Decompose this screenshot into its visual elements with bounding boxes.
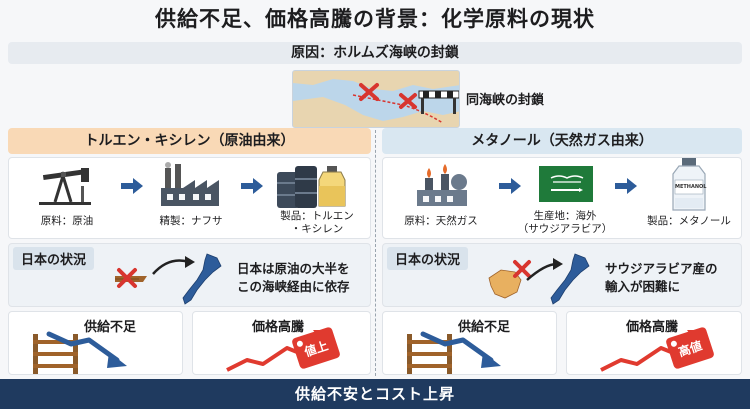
section-divider [375,130,376,376]
price-tag-text: 高値 [676,338,704,360]
product-methanol-label: 製品：メタノール [647,215,731,227]
right-supply-shortage-panel: 供給不足 [382,311,557,375]
japan-route-icon [109,250,229,306]
japan-situation-title: 日本の状況 [387,247,469,270]
origin-overseas-label-line1: 生産地：海外 [533,210,597,222]
supply-shortage-title: 供給不足 [83,320,136,335]
page-title: 供給不足、価格高騰の背景：化学原料の現状 [155,7,595,31]
right-process-panel: 原料：天然ガス 生産地：海外 （サウジアラビア） METHANOL 製品：メタノ… [382,157,742,239]
footer-conclusion-bar: 供給不安とコスト上昇 [0,379,750,409]
oil-pump-icon [37,162,95,206]
toluene-xylene-header: トルエン・キシレン（原油由来） [8,128,371,154]
price-up-chart-icon [223,330,363,374]
hormuz-map [292,70,460,128]
methanol-bottle-icon: METHANOL [669,158,709,212]
right-japan-panel: 日本の状況 サウジアラビア産の 輸入が困難に [382,243,742,307]
price-up-chart-icon [597,330,737,374]
saudi-import-text-line1: サウジアラビア産の [605,261,718,276]
saudi-japan-route-icon [487,250,597,306]
japan-dependence-text-line1: 日本は原油の大半を [237,261,350,276]
right-price-surge-panel: 価格高騰 高値 [566,311,742,375]
material-crude-oil-label: 原料：原油 [40,215,94,227]
methanol-bottle-text: METHANOL [675,184,707,190]
supply-down-chart-icon [27,330,167,374]
price-tag-text: 値上 [302,338,330,360]
saudi-flag-icon [539,166,593,202]
strait-blockade-label: 同海峡の封鎖 [466,93,545,108]
refine-naphtha-label: 精製：ナフサ [159,215,223,227]
left-supply-shortage-panel: 供給不足 [8,311,183,375]
left-price-surge-panel: 価格高騰 値上 [192,311,371,375]
supply-down-chart-icon [401,330,541,374]
product-toluene-label-line1: 製品：トルエン [280,210,354,222]
product-xylene-label-line2: ・キシレン [290,223,344,235]
drums-and-bottle-icon [275,160,349,210]
methanol-header: メタノール（天然ガス由来） [382,128,742,154]
origin-saudi-label-line2: （サウジアラビア） [517,223,613,235]
blocked-cross-icon [359,83,417,109]
saudi-import-text-line2: 輸入が困難に [605,279,681,294]
left-process-panel: 原料：原油 精製：ナフサ [8,157,371,239]
supply-shortage-title: 供給不足 [457,320,510,335]
material-natural-gas-label: 原料：天然ガス [404,215,478,227]
gas-facility-icon [415,162,471,208]
price-surge-title: 価格高騰 [251,320,304,335]
cause-bar: 原因：ホルムズ海峡の封鎖 [8,42,742,64]
japan-situation-title: 日本の状況 [13,247,95,270]
price-surge-title: 価格高騰 [625,320,678,335]
left-japan-panel: 日本の状況 日本は原油の大半を この海峡経由に依存 [8,243,371,307]
japan-dependence-text-line2: この海峡経由に依存 [237,279,350,294]
refinery-factory-icon [159,162,221,208]
barrier-icon [418,90,459,114]
